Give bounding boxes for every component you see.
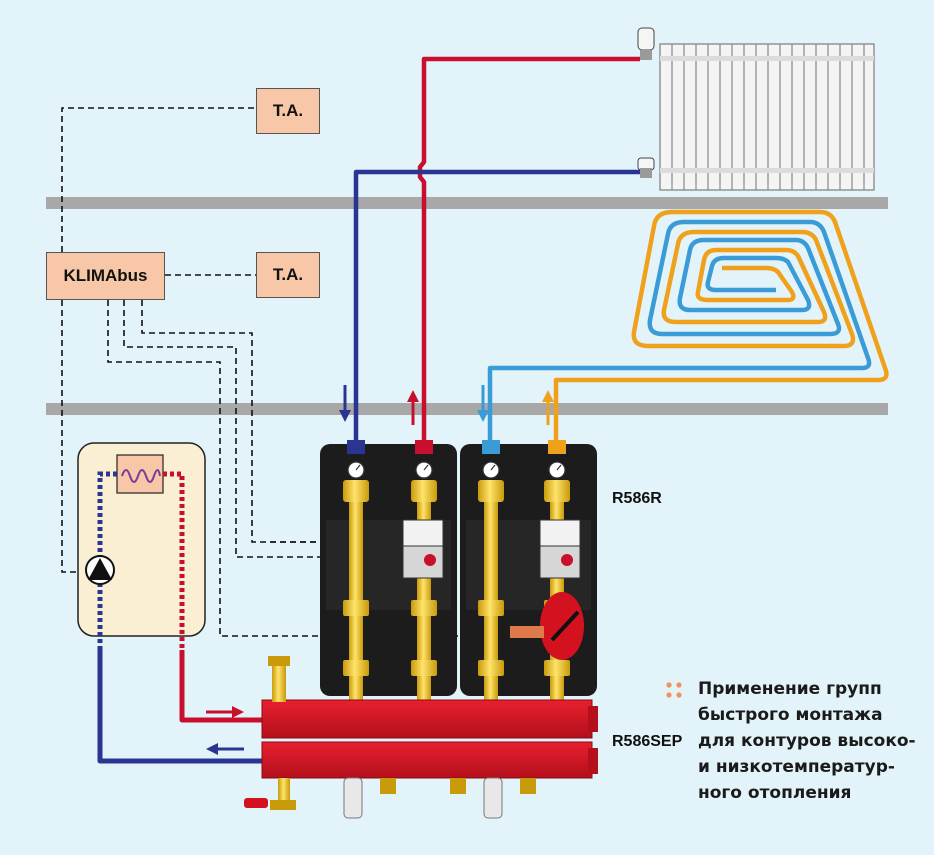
boiler-unit xyxy=(77,442,206,637)
module-flow-arrows xyxy=(339,385,554,425)
circulation-pumps xyxy=(402,519,581,579)
radiator xyxy=(637,27,875,191)
manifold-code-label: R586SEP xyxy=(612,733,683,750)
boiler-pipes-dotted xyxy=(97,471,185,650)
caption-line-4: и низкотемператур- xyxy=(698,757,895,777)
caption-text: Применение групп быстрого монтажа для ко… xyxy=(698,676,928,806)
mixing-valve-actuator xyxy=(510,592,584,660)
thermostat-box-middle: T.A. xyxy=(256,252,320,298)
thermostat-middle-label: T.A. xyxy=(272,265,304,284)
ceiling-band-upper xyxy=(46,197,888,209)
thermostat-box-top: T.A. xyxy=(256,88,320,134)
caption-bullet-icon xyxy=(666,682,682,698)
klimabus-controller: KLIMAbus xyxy=(46,252,165,300)
module-code-label: R586R xyxy=(612,490,662,507)
manifold-flow-arrows xyxy=(206,706,244,755)
caption-line-3: для контуров высоко- xyxy=(698,731,916,751)
caption-line-2: быстрого монтажа xyxy=(698,705,883,725)
boiler-pipes-solid xyxy=(97,650,262,764)
caption-line-5: ного отопления xyxy=(698,783,852,803)
klimabus-label: KLIMAbus xyxy=(63,266,148,285)
ceiling-band-lower xyxy=(46,403,888,415)
caption-line-1: Применение групп xyxy=(698,679,882,699)
pump-icon xyxy=(85,555,115,585)
underfloor-heating-coil xyxy=(487,209,889,440)
radiator-pipes xyxy=(353,56,640,440)
thermometer-icons xyxy=(347,461,566,479)
thermostat-top-label: T.A. xyxy=(272,101,304,120)
manifold xyxy=(244,656,598,819)
